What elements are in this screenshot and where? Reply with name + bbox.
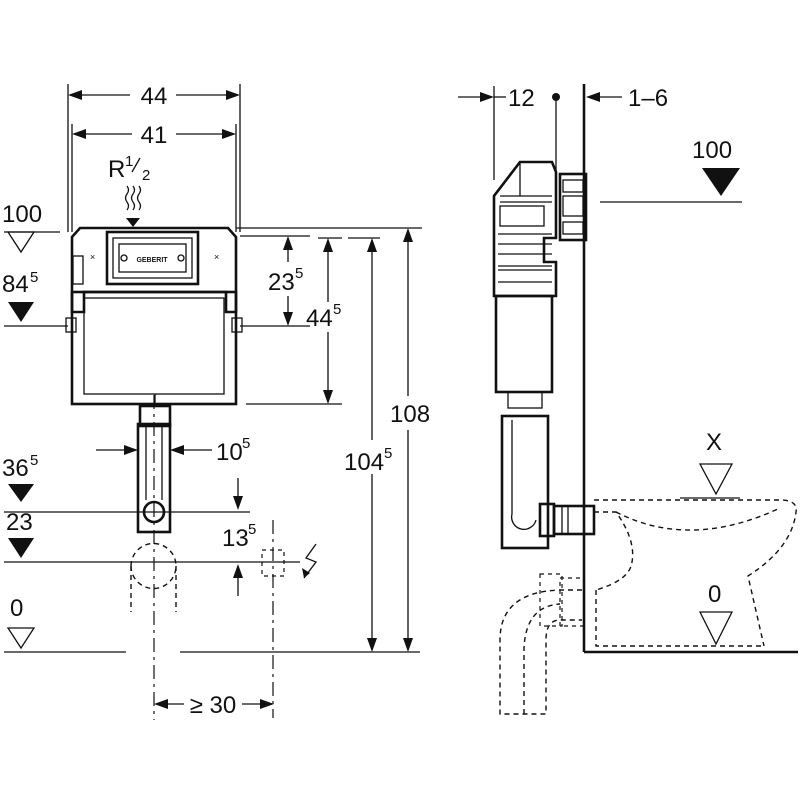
thread-label: R 1 2 <box>108 153 150 184</box>
side-cistern <box>492 160 596 550</box>
min-distance-label: ≥ 30 <box>190 692 237 719</box>
dimension-width-inner: 41 <box>71 122 237 232</box>
front-view: 44 41 R 1 2 <box>2 83 430 720</box>
level-button-sup: 5 <box>30 269 38 286</box>
thread-num-label: 1 <box>125 153 133 170</box>
width-outer-label: 44 <box>141 83 168 110</box>
cistern-top-module: GEBERIT × × <box>65 226 243 333</box>
width-inner-label: 41 <box>141 122 168 149</box>
dimension-total-height: 104 5 <box>344 237 392 652</box>
side-level-bowl-label: X <box>706 429 722 456</box>
level-top-label: 100 <box>2 201 42 228</box>
thread-main-label: R <box>108 156 125 183</box>
overall-height-label: 108 <box>390 401 430 428</box>
electric-bolt-icon <box>302 543 318 579</box>
side-level-floor-label: 0 <box>708 581 721 608</box>
power-offset-sup: 5 <box>248 521 256 538</box>
level-drain-label: 23 <box>6 509 33 536</box>
dimension-upper-offset: 23 5 <box>240 235 310 327</box>
level-outlet-sup: 5 <box>30 452 38 469</box>
dimension-width-outer: 44 <box>67 83 241 232</box>
svg-text:×: × <box>214 252 219 262</box>
upper-offset-sup: 5 <box>295 265 303 282</box>
dimension-pipe-diameter: 10 5 <box>96 435 250 466</box>
thread-den-label: 2 <box>142 167 150 184</box>
water-supply-icon <box>124 185 142 227</box>
total-height-sup: 5 <box>384 445 392 462</box>
cistern-height-label: 44 <box>306 305 333 332</box>
wall-gap-label: 1–6 <box>628 85 668 112</box>
svg-text:×: × <box>90 252 95 262</box>
side-view: 12 1–6 <box>458 84 798 715</box>
side-level-top-label: 100 <box>692 137 732 164</box>
level-floor: 0 <box>4 595 420 653</box>
dimension-power-offset: 13 5 <box>222 478 256 596</box>
side-level-bowl: X <box>680 429 740 499</box>
upper-offset-label: 23 <box>268 269 295 296</box>
level-button: 84 5 <box>2 269 68 327</box>
side-level-top: 100 <box>600 137 742 203</box>
brand-label: GEBERIT <box>136 257 168 264</box>
level-button-label: 84 <box>2 271 29 298</box>
side-button-module <box>558 172 588 242</box>
total-height-label: 104 <box>344 449 384 476</box>
side-level-floor: 0 <box>698 581 734 646</box>
dimension-depth: 12 <box>458 85 560 180</box>
dimension-overall-height: 108 <box>236 227 430 652</box>
pipe-diameter-sup: 5 <box>242 435 250 452</box>
cistern-height-sup: 5 <box>333 301 341 318</box>
power-socket <box>261 520 285 718</box>
pipe-diameter-label: 10 <box>216 439 243 466</box>
level-outlet-label: 36 <box>2 455 29 482</box>
dimension-min-distance: ≥ 30 <box>154 692 274 719</box>
level-top: 100 <box>2 201 60 254</box>
depth-label: 12 <box>508 85 535 112</box>
drain-bend <box>499 573 585 715</box>
level-drain: 23 <box>4 509 300 563</box>
dimension-cistern-height: 44 5 <box>246 237 342 405</box>
drain-pipe-dashed <box>130 542 177 612</box>
level-outlet: 36 5 <box>2 452 250 513</box>
level-floor-label: 0 <box>10 595 23 622</box>
power-offset-label: 13 <box>222 525 249 552</box>
cistern-body <box>70 290 238 406</box>
toilet-bowl <box>594 499 797 647</box>
dimension-wall-gap: 1–6 <box>586 85 668 112</box>
